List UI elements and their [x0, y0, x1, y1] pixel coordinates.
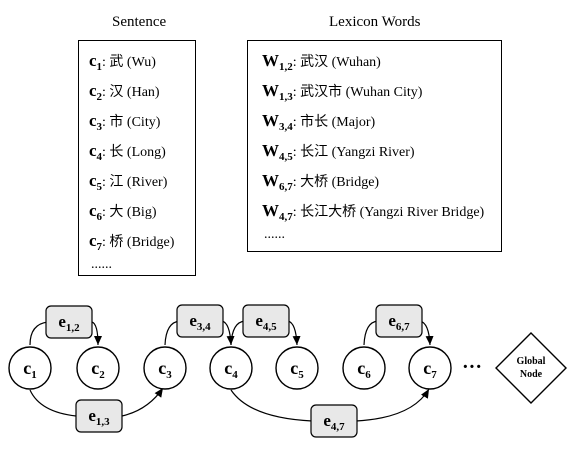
edge-box-e67: e6,7	[375, 304, 423, 338]
node-c4: c4	[209, 346, 253, 390]
svg-text:c2: c2	[91, 358, 105, 381]
sentence-heading: Sentence	[112, 14, 167, 30]
edge-line-e13	[29, 389, 77, 417]
lexicon-box: W1,2: 武汉 (Wuhan) W1,3: 武汉市 (Wuhan City) …	[247, 40, 502, 252]
edge-arrow-e47	[355, 388, 430, 422]
lexicon-item: W4,7: 长江大桥 (Yangzi River Bridge)	[262, 201, 485, 223]
node-c6: c6	[342, 346, 386, 390]
svg-text:e3,4: e3,4	[189, 311, 211, 333]
svg-text:e4,7: e4,7	[323, 411, 345, 433]
sentence-item: c2: 汉 (Han)	[89, 81, 160, 103]
svg-text:e6,7: e6,7	[388, 311, 410, 333]
edge-line-e12	[29, 321, 49, 346]
node-c3: c3	[143, 346, 187, 390]
node-c5: c5	[275, 346, 319, 390]
edge-box-e34: e3,4	[176, 304, 224, 338]
global-node: Global Node	[495, 332, 567, 404]
lexicon-heading: Lexicon Words	[329, 14, 421, 30]
global-node-line2: Node	[520, 369, 543, 380]
lexicon-item: W1,3: 武汉市 (Wuhan City)	[262, 81, 423, 103]
sentence-item: c3: 市 (City)	[89, 111, 161, 133]
lexicon-item: W4,5: 长江 (Yangzi River)	[262, 141, 415, 163]
node-c2: c2	[76, 346, 120, 390]
edge-arrow-e12	[91, 321, 102, 346]
sentence-item: c1: 武 (Wu)	[89, 51, 156, 73]
sentence-more: ......	[91, 257, 112, 272]
svg-text:e4,5: e4,5	[255, 311, 277, 333]
sentence-item: c4: 长 (Long)	[89, 141, 166, 163]
edge-line-e47	[230, 389, 313, 422]
edge-box-e13: e1,3	[75, 399, 123, 433]
edge-box-e45: e4,5	[242, 304, 290, 338]
global-node-line1: Global	[517, 356, 546, 367]
svg-text:c3: c3	[158, 358, 172, 381]
lexicon-item: W3,4: 市长 (Major)	[262, 111, 376, 133]
ellipsis: ···	[462, 356, 482, 378]
edge-box-e47: e4,7	[310, 404, 358, 438]
svg-text:c4: c4	[224, 358, 238, 381]
sentence-item: c7: 桥 (Bridge)	[89, 231, 175, 253]
sentence-item: c5: 江 (River)	[89, 171, 168, 193]
node-c1: c1	[8, 346, 52, 390]
svg-text:c1: c1	[23, 358, 37, 381]
svg-text:e1,3: e1,3	[88, 406, 110, 428]
svg-text:c7: c7	[423, 358, 437, 381]
svg-text:c5: c5	[290, 358, 304, 381]
lexicon-item: W1,2: 武汉 (Wuhan)	[262, 51, 381, 73]
lexicon-more: ......	[264, 227, 285, 242]
lexicon-item: W6,7: 大桥 (Bridge)	[262, 171, 380, 193]
svg-text:c6: c6	[357, 358, 371, 381]
edge-arrow-e13	[121, 387, 164, 417]
svg-text:e1,2: e1,2	[58, 312, 80, 334]
edge-box-e12: e1,2	[45, 305, 93, 339]
node-c7: c7	[408, 346, 452, 390]
sentence-box: c1: 武 (Wu) c2: 汉 (Han) c3: 市 (City) c4: …	[78, 40, 196, 276]
sentence-item: c6: 大 (Big)	[89, 201, 157, 223]
